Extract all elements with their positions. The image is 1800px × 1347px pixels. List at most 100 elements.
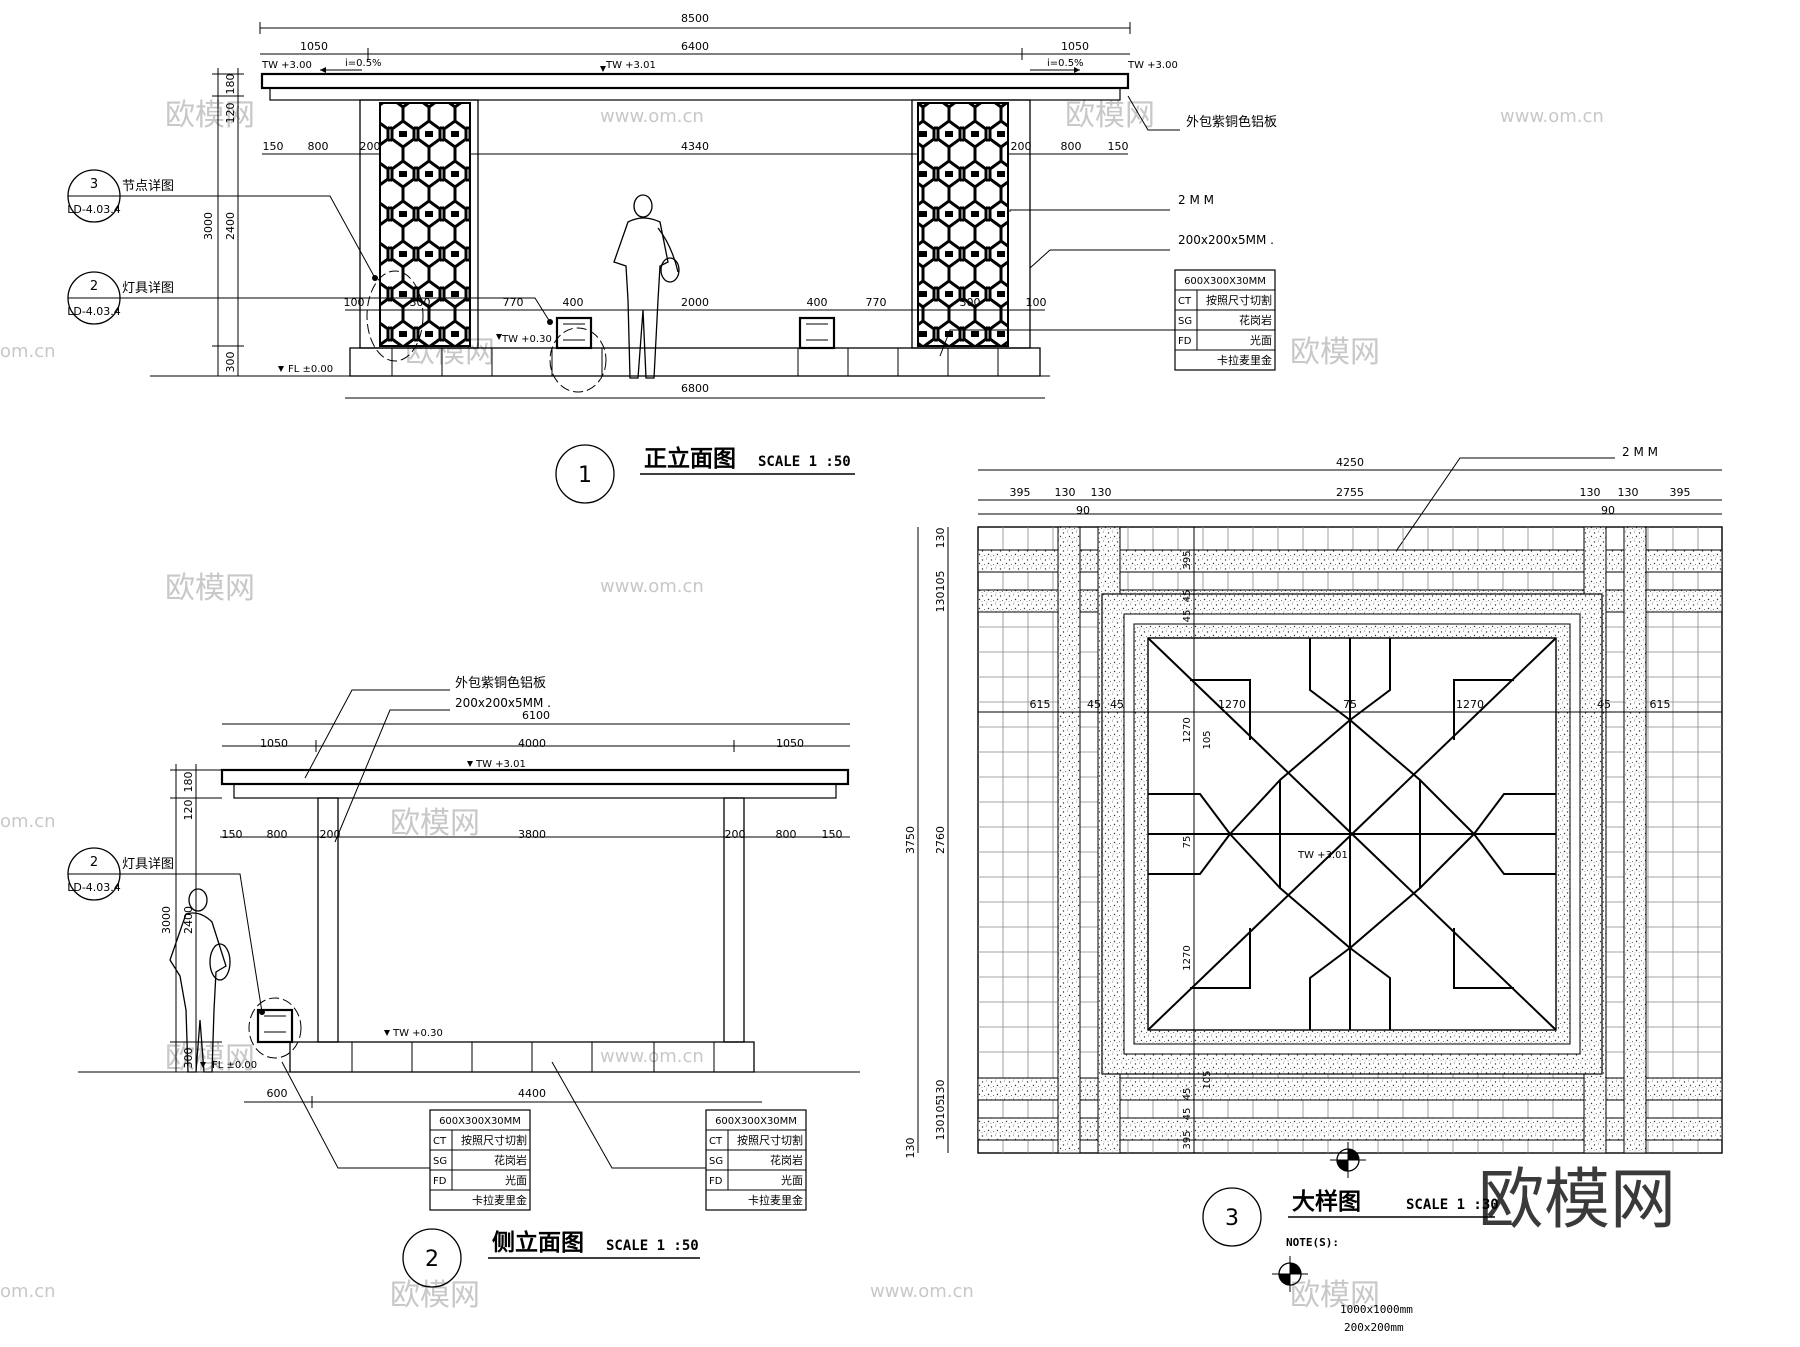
detail-plan: 2 M M 4250 395 130 90 130 2755 130 90 13… xyxy=(904,445,1723,1334)
dim-label: 300 xyxy=(960,296,981,309)
table-header: 600X300X30MM xyxy=(439,1116,521,1127)
dim-label: 800 xyxy=(776,828,797,841)
watermark-brand: 欧模网 xyxy=(1290,335,1380,370)
center-level: TW +3.01 xyxy=(1297,850,1348,861)
table-value: 卡拉麦里金 xyxy=(1217,353,1272,367)
dim-label: 105 xyxy=(934,1099,947,1120)
dim-label: 90 xyxy=(1601,504,1615,517)
table-value: 按照尺寸切割 xyxy=(1206,293,1272,307)
dim-label: 800 xyxy=(1061,140,1082,153)
watermark-url: www.om.cn xyxy=(600,576,704,597)
dim-label: 395 xyxy=(1182,550,1193,569)
floor-level: FL ±0.00 xyxy=(288,364,333,375)
dim-label: 105 xyxy=(1202,1070,1213,1089)
dim-label: 45 xyxy=(1110,698,1124,711)
watermark-brand: 欧模网 xyxy=(1065,98,1155,133)
dim-label: 130 xyxy=(934,528,947,549)
side-bottom-dimensions: 600 4400 xyxy=(244,1087,762,1108)
dim-label: 130 xyxy=(1055,486,1076,499)
dim-label: 150 xyxy=(222,828,243,841)
drawing-title: 正立面图 xyxy=(644,445,736,472)
table-code: CT xyxy=(1178,296,1192,307)
note-tube: 200x200x5MM . xyxy=(1178,233,1274,247)
detail-inner-dimensions: 615 45 45 1270 75 1270 45 615 xyxy=(978,698,1722,713)
callout-lamp-detail: 2 LD-4.03.4 灯具详图 xyxy=(67,271,553,325)
dim-label: 600 xyxy=(267,1087,288,1100)
drawing-number: 2 xyxy=(425,1247,439,1272)
side-elevation: 外包紫铜色铝板 200x200x5MM . 6100 1050 4000 105… xyxy=(67,675,860,1288)
table-value: 花岗岩 xyxy=(770,1153,803,1167)
side-person-figure xyxy=(169,888,231,1073)
front-material-table: 600X300X30MM CT 按照尺寸切割 SG 花岗岩 FD 光面 卡拉麦里… xyxy=(939,269,1276,371)
roof-fascia xyxy=(269,87,1121,101)
table-value: 光面 xyxy=(781,1173,803,1187)
dim-label: 3000 xyxy=(202,212,215,240)
detail-inner-vertical-dimensions: 395 45 45 105 1270 75 1270 105 45 45 395 xyxy=(1182,527,1213,1153)
side-top-dimensions: 6100 1050 4000 1050 xyxy=(222,709,850,752)
watermark-brand: 欧模网 xyxy=(165,571,255,606)
dim-label: 130 xyxy=(904,1138,917,1159)
dim-label: 300 xyxy=(224,352,237,373)
drawing-title: 大样图 xyxy=(1292,1188,1361,1215)
watermark-url: om.cn xyxy=(0,341,56,362)
callout-ref: LD-4.03.4 xyxy=(67,305,121,318)
lattice-screen-right xyxy=(917,102,1009,347)
dim-label: 200 xyxy=(360,140,381,153)
table-code: CT xyxy=(433,1136,447,1147)
dim-label: 400 xyxy=(563,296,584,309)
table-value: 按照尺寸切割 xyxy=(737,1133,803,1147)
watermark-brand: 欧模网 xyxy=(390,1278,480,1313)
dim-label: 800 xyxy=(308,140,329,153)
table-value: 花岗岩 xyxy=(1239,313,1272,327)
note-plate: 2 M M xyxy=(1622,445,1658,459)
side-title-block: 2 侧立面图 SCALE 1 :50 xyxy=(402,1228,700,1288)
lattice-pattern xyxy=(1147,637,1557,1031)
front-notes: 外包紫铜色铝板 2 M M 200x200x5MM . xyxy=(1009,95,1277,269)
side-lamp xyxy=(248,997,302,1059)
callout-num: 2 xyxy=(90,855,98,870)
front-lamp-right xyxy=(798,316,836,350)
center-mark-icon xyxy=(1330,1142,1366,1178)
roof-slab xyxy=(260,72,1130,90)
table-code: FD xyxy=(709,1176,723,1187)
dim-label: 4400 xyxy=(518,1087,546,1100)
dim-label: 2000 xyxy=(681,296,709,309)
detail-top-dimensions: 4250 395 130 90 130 2755 130 90 130 395 xyxy=(978,456,1722,517)
note-cladding: 外包紫铜色铝板 xyxy=(1186,114,1277,130)
side-column-dimensions: 150 800 200 3800 200 800 150 xyxy=(220,828,850,841)
front-roof-levels: TW +3.00 TW +3.01 TW +3.00 i=0.5% i=0.5% xyxy=(261,58,1178,73)
callout-detail-node: 3 LD-4.03.4 节点详图 xyxy=(67,169,378,281)
dim-label: 770 xyxy=(503,296,524,309)
dim-label: 130 xyxy=(1091,486,1112,499)
dim-label: 6100 xyxy=(522,709,550,722)
dim-label: 395 xyxy=(1670,486,1691,499)
level-label: TW +3.00 xyxy=(1127,60,1178,71)
table-code: CT xyxy=(709,1136,723,1147)
dim-label: 105 xyxy=(934,571,947,592)
callout-num: 2 xyxy=(90,279,98,294)
dim-label: 770 xyxy=(866,296,887,309)
drawing-scale: SCALE 1 :50 xyxy=(606,1238,699,1254)
table-code: FD xyxy=(1178,336,1192,347)
dim-label: 180 xyxy=(224,74,237,95)
callout-ref: LD-4.03.4 xyxy=(67,881,121,894)
note-cladding: 外包紫铜色铝板 xyxy=(455,675,546,691)
table-code: SG xyxy=(1178,316,1192,327)
drawing-number: 1 xyxy=(578,463,592,488)
dim-label: 4250 xyxy=(1336,456,1364,469)
detail-left-dimensions: 3750 2760 130 105 130 130 105 130 130 xyxy=(904,527,949,1159)
callout-label: 灯具详图 xyxy=(122,281,174,296)
watermark-logo-large: 欧模网 xyxy=(1478,1161,1676,1238)
dim-label: 45 xyxy=(1182,1108,1193,1121)
dim-label: 1050 xyxy=(300,40,328,53)
dim-label: 1270 xyxy=(1182,717,1193,742)
slope-label: i=0.5% xyxy=(1047,58,1084,69)
dim-label: 6800 xyxy=(681,382,709,395)
note-plate: 2 M M xyxy=(1178,193,1214,207)
front-base-dimensions: 100 300 770 400 2000 400 770 300 100 xyxy=(344,296,1047,311)
front-lamp-left xyxy=(549,316,607,393)
table-header: 600X300X30MM xyxy=(715,1116,797,1127)
person-figure xyxy=(613,194,680,379)
dim-label: 1050 xyxy=(776,737,804,750)
dim-label: 2400 xyxy=(182,906,195,934)
